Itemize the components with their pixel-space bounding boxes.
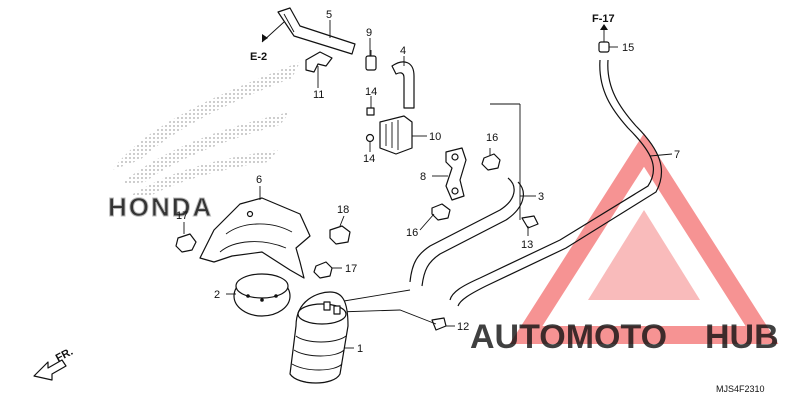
part-14-bolt-upper	[366, 107, 375, 116]
callout-13: 13	[521, 239, 533, 251]
callout-15: 15	[622, 42, 634, 54]
callout-4: 4	[400, 45, 406, 57]
callout-6: 6	[256, 174, 262, 186]
callout-9: 9	[366, 27, 372, 39]
honda-wordmark: HONDA	[108, 192, 213, 222]
part-18-bolt	[329, 225, 351, 245]
callout-5: 5	[326, 9, 332, 21]
diagram-code: MJS4F2310	[716, 384, 765, 394]
part-8-bracket	[445, 147, 467, 201]
callout-16-upper: 16	[486, 132, 498, 144]
part-4-hose	[391, 61, 415, 109]
leader-canister-hose-3	[337, 289, 411, 303]
part-12-clip	[431, 317, 447, 331]
triangle-logo-icon	[509, 133, 779, 344]
leader-lines	[183, 20, 673, 349]
part-5-hose	[277, 7, 356, 55]
callout-18: 18	[337, 204, 349, 216]
watermark-brand-auto: AUTOMOTO	[470, 318, 667, 356]
callout-10: 10	[429, 131, 441, 143]
part-7-hose	[449, 59, 663, 307]
callout-17-left: 17	[176, 210, 188, 222]
part-10-valve	[365, 115, 413, 155]
front-direction-arrow-icon	[33, 359, 67, 381]
callout-11: 11	[313, 89, 324, 101]
callout-17-right: 17	[345, 263, 357, 275]
callout-14-lower: 14	[363, 153, 375, 165]
part-3-hose	[409, 177, 524, 287]
f17-reference-arrow	[600, 24, 608, 42]
part-15-fitting	[598, 41, 610, 53]
e2-reference-arrow	[261, 21, 285, 43]
callout-3: 3	[538, 191, 544, 203]
part-6-bracket	[199, 197, 311, 279]
callout-14-upper: 14	[365, 86, 377, 98]
part-13-clip	[521, 215, 539, 229]
ref-f17: F-17	[592, 13, 615, 25]
part-11-clip	[305, 51, 333, 73]
callout-8: 8	[420, 171, 426, 183]
triangle-inner-icon	[588, 210, 700, 300]
ref-e2: E-2	[250, 51, 267, 63]
callout-16-lower: 16	[406, 227, 418, 239]
callout-7: 7	[674, 149, 680, 161]
part-16-bolt-upper	[481, 153, 501, 171]
honda-wing-watermark: HONDA	[108, 62, 300, 223]
callout-2: 2	[214, 289, 220, 301]
automotohub-watermark: AUTOMOTO HUB	[470, 133, 779, 356]
part-17-bolt-left	[175, 233, 197, 253]
part-9-joint	[365, 50, 377, 71]
ref-front: FR.	[54, 346, 75, 365]
part-1-canister	[289, 291, 349, 384]
leader-canister-hose-7	[337, 309, 437, 325]
part-2-band	[233, 273, 291, 317]
watermark-brand-hub: HUB	[705, 318, 779, 356]
callout-1: 1	[357, 343, 363, 355]
callout-12: 12	[457, 321, 469, 333]
part-17-bolt-right	[313, 261, 333, 279]
part-16-bolt-lower	[431, 203, 451, 221]
